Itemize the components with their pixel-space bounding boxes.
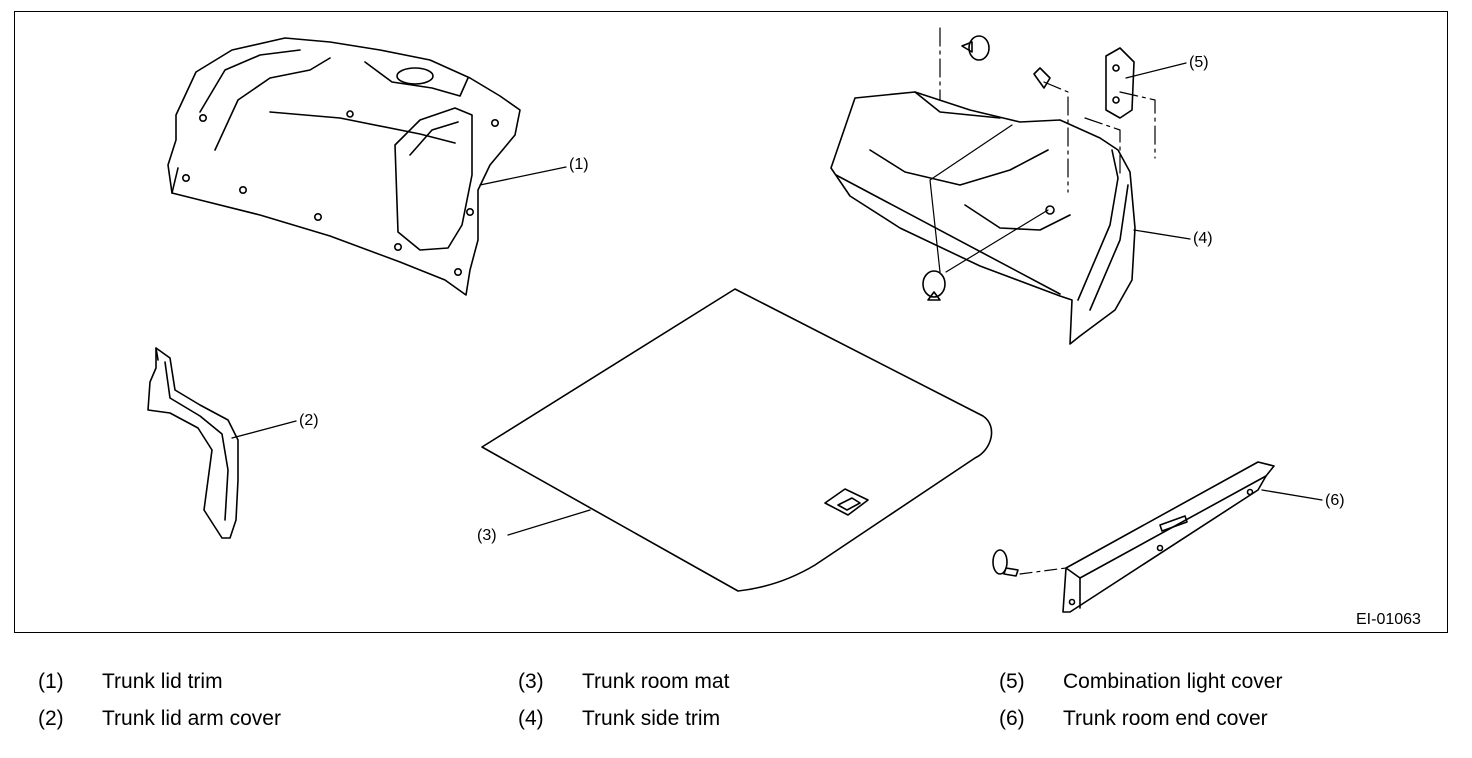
callout-6: (6) [1325,492,1345,509]
trunk-side-trim-part [830,27,1136,345]
callout-4: (4) [1193,230,1213,247]
callout-1: (1) [569,156,589,173]
callout-2: (2) [299,412,319,429]
figure-id: EI-01063 [1356,611,1421,628]
callout-3: (3) [477,527,497,544]
leader-line-2 [231,420,297,439]
combination-light-cover-part [1084,47,1156,176]
leader-line-3 [507,509,591,536]
legend-number: (5) [999,670,1025,693]
legend-label: Trunk lid trim [102,670,223,693]
legend-number: (2) [38,707,64,730]
legend-label: Trunk room mat [582,670,730,693]
trunk-lid-trim-part [167,37,521,296]
legend-label: Trunk room end cover [1063,707,1268,730]
legend-number: (3) [518,670,544,693]
callout-5: (5) [1189,54,1209,71]
legend-number: (6) [999,707,1025,730]
legend-label: Trunk side trim [582,707,721,730]
legend-number: (4) [518,707,544,730]
trunk-room-end-cover-part [992,461,1275,613]
leader-line-4 [1133,229,1191,240]
legend-label: Trunk lid arm cover [102,707,281,730]
leader-line-6 [1261,489,1323,501]
trunk-room-mat-part [481,288,993,592]
diagram-frame [14,11,1448,633]
legend-label: Combination light cover [1063,670,1283,693]
legend-number: (1) [38,670,64,693]
leader-line-5 [1125,62,1187,79]
leader-line-1 [479,166,567,186]
leader-lines [231,62,1323,536]
trunk-lid-arm-cover-part [147,347,239,539]
